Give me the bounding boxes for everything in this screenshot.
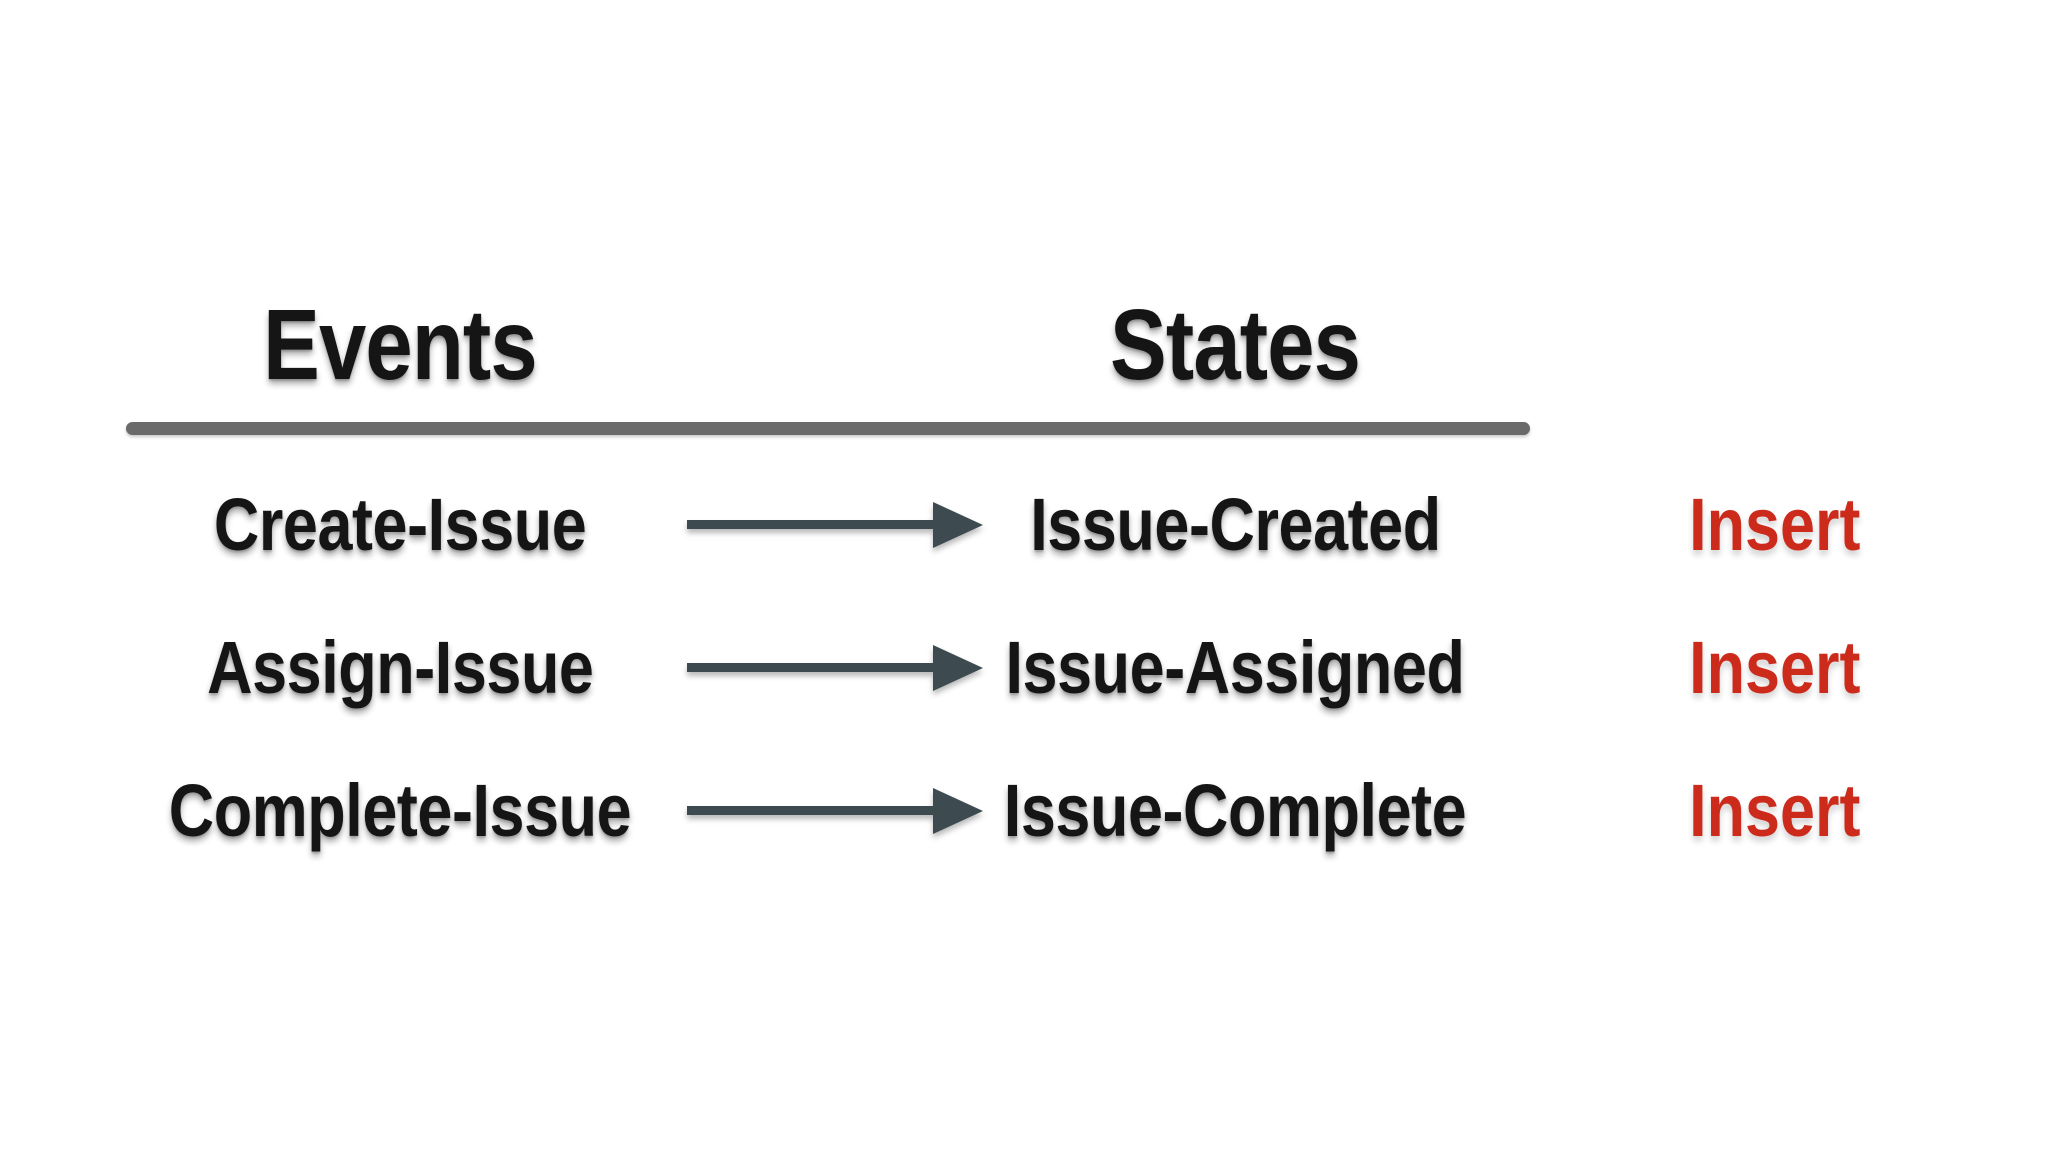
header-spacer [670, 270, 1000, 420]
state-cell: Issue-Complete [1000, 739, 1470, 882]
events-column-header: Events [130, 270, 670, 420]
header-divider [126, 422, 1530, 435]
event-state-table: Events States Create-Issue Issue-Created… [130, 270, 1950, 882]
event-label: Complete-Issue [168, 769, 632, 852]
event-label: Create-Issue [213, 483, 587, 566]
insert-label: Insert [1689, 769, 1861, 852]
action-cell: Insert [1600, 596, 1950, 739]
insert-label: Insert [1689, 483, 1861, 566]
state-cell: Issue-Created [1000, 453, 1470, 596]
table-row: Complete-Issue [130, 739, 670, 882]
table-row: Assign-Issue [130, 596, 670, 739]
state-label: Issue-Complete [1003, 769, 1467, 852]
arrow-right-icon [687, 501, 983, 548]
arrow-right-icon [687, 787, 983, 834]
arrow-cell [670, 739, 1000, 882]
state-label: Issue-Created [1029, 483, 1441, 566]
state-label: Issue-Assigned [1005, 626, 1465, 709]
arrow-cell [670, 596, 1000, 739]
table-row: Create-Issue [130, 453, 670, 596]
insert-label: Insert [1689, 626, 1861, 709]
states-header-label: States [1109, 288, 1361, 401]
arrow-cell [670, 453, 1000, 596]
event-label: Assign-Issue [206, 626, 594, 709]
action-cell: Insert [1600, 739, 1950, 882]
arrow-right-icon [687, 644, 983, 691]
states-column-header: States [1000, 270, 1470, 420]
state-cell: Issue-Assigned [1000, 596, 1470, 739]
events-header-label: Events [263, 288, 537, 401]
action-cell: Insert [1600, 453, 1950, 596]
